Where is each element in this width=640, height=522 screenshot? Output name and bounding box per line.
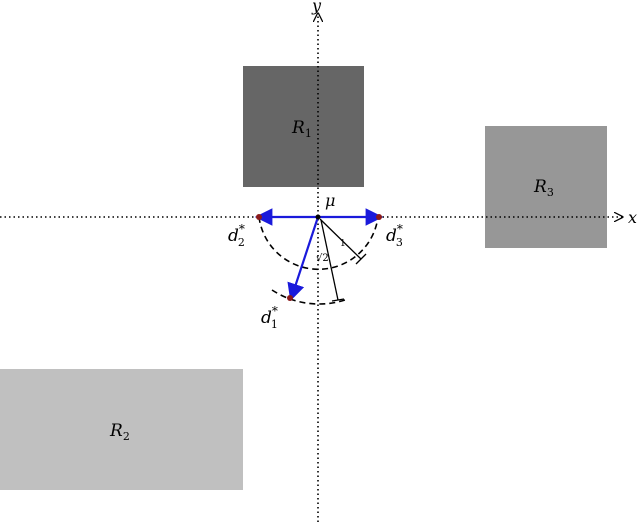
d2-label: d*2 [228,222,245,249]
mu-point [315,214,321,220]
region-r1 [243,66,364,187]
sqrt2-radius-line [320,219,339,301]
x-axis-label: x [628,208,637,227]
d1-label: d*1 [261,304,278,331]
region-r2 [0,369,243,490]
unit-circle-arc [258,216,379,270]
sqrt2-radius-tick [331,298,345,302]
region-r1-label: R1 [291,118,312,140]
region-r3-label: R3 [533,177,554,199]
sqrt2-circle-arc [271,289,346,305]
sqrt2-length-label: √2 [316,253,329,264]
mu-label: μ [325,191,335,210]
region-r2-label: R2 [109,421,130,443]
y-axis-label: y [311,0,322,15]
endpoint-d3 [376,214,382,220]
region-r3 [485,126,607,248]
endpoint-d1 [287,295,293,301]
unit-length-label: 1 [340,239,346,249]
d3-label: d*3 [386,222,403,249]
unit-radius-tick [355,253,367,265]
unit-radius-line [319,218,362,260]
arrow-d1 [287,216,320,302]
endpoint-d2 [256,214,262,220]
